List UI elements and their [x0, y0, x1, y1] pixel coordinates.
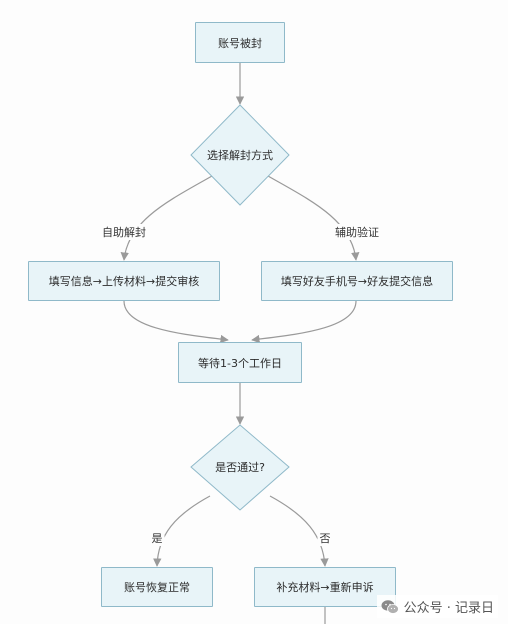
- edge-self-to-wait: [123, 300, 229, 344]
- wechat-icon: [381, 599, 399, 614]
- edge-label-self-unban: 自助解封: [100, 224, 148, 240]
- node-account-banned: 账号被封: [195, 22, 285, 63]
- node-resubmit: 补充材料→重新申诉: [254, 567, 396, 607]
- node-wait: 等待1-3个工作日: [178, 342, 302, 383]
- watermark-text: 公众号 · 记录日: [403, 601, 494, 616]
- node-fill-info: 填写信息→上传材料→提交审核: [28, 261, 220, 301]
- edge-label-yes: 是: [149, 530, 165, 546]
- node-restored: 账号恢复正常: [101, 567, 213, 607]
- edge-choose-to-self: [120, 175, 213, 261]
- node-passed-label: 是否通过?: [215, 461, 265, 474]
- diamond-passed: [190, 424, 290, 511]
- edge-label-no: 否: [317, 530, 333, 546]
- diamond-choose-method: [190, 104, 290, 206]
- node-choose-method-label: 选择解封方式: [207, 149, 273, 162]
- edge-passed-to-yes: [153, 495, 211, 567]
- edge-choose-to-assist: [267, 175, 360, 261]
- watermark: 公众号 · 记录日: [376, 595, 498, 618]
- edge-assist-to-wait: [251, 300, 357, 344]
- edge-passed-to-no: [269, 495, 329, 567]
- node-fill-friend: 填写好友手机号→好友提交信息: [261, 261, 453, 301]
- edge-label-assist-verify: 辅助验证: [333, 224, 381, 240]
